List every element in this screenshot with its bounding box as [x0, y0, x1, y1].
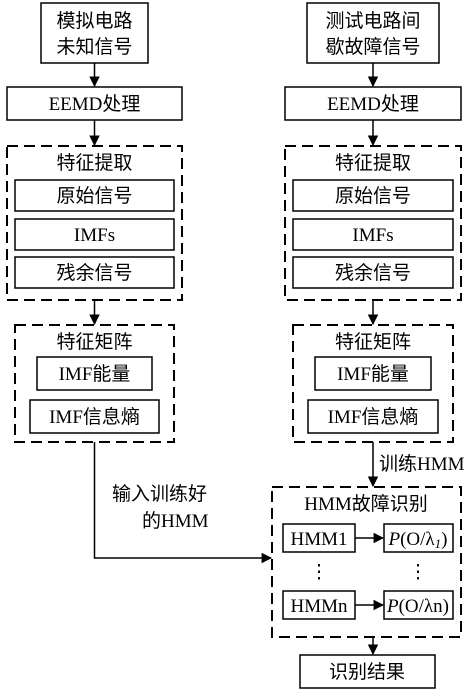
hmm1-box [282, 523, 356, 553]
left-feature-item-box [14, 179, 175, 212]
prob1-close-paren: ) [441, 529, 447, 550]
right-feature-item-box [292, 256, 454, 289]
right-feature-item: 残余信号 [335, 262, 411, 284]
left-input-box [40, 2, 149, 64]
prob1-box [383, 523, 454, 553]
right-input-line1: 测试电路间 [325, 10, 420, 32]
left-feature-title: 特征提取 [56, 152, 132, 174]
right-feature-item: 原始信号 [335, 185, 411, 207]
right-input-line2: 歇故障信号 [325, 36, 420, 58]
hmmn-box [282, 590, 356, 620]
right-feature-title: 特征提取 [335, 152, 411, 174]
result-label: 识别结果 [329, 661, 405, 683]
left-matrix-title: 特征矩阵 [56, 331, 132, 353]
right-matrix-item: IMF能量 [337, 363, 409, 385]
hmm-ellipsis-right: ⋮ [409, 562, 428, 583]
hmm1-label: HMM1 [290, 529, 347, 550]
right-eemd-label: EEMD处理 [327, 93, 419, 115]
left-input-line1: 模拟电路 [56, 10, 132, 32]
hmm-group-title: HMM故障识别 [304, 493, 428, 515]
right-eemd-box [284, 86, 462, 121]
left-eemd-box [6, 86, 183, 121]
input-trained-line2: 的HMM [142, 510, 209, 532]
right-feature-item-box [292, 218, 454, 251]
hmm-ellipsis-left: ⋮ [310, 562, 329, 583]
left-matrix-item: IMF信息熵 [49, 406, 140, 428]
right-matrix-item-box [307, 399, 439, 434]
left-matrix-item-box [36, 356, 153, 391]
train-hmm-label: 训练HMM [379, 453, 465, 475]
right-feature-item: IMFs [352, 225, 393, 246]
right-matrix-item-box [314, 356, 432, 391]
left-matrix-item: IMF能量 [59, 363, 131, 385]
left-column: 模拟电路 未知信号 EEMD处理 特征提取 原始信号 IMFs 残余信号 特征矩… [6, 2, 273, 564]
result-box [299, 654, 436, 689]
probn-box [383, 590, 454, 620]
left-to-hmm-connector [93, 442, 273, 564]
probn-label: P(O/λn) [386, 596, 449, 617]
left-feature-item: IMFs [74, 225, 115, 246]
right-matrix-title: 特征矩阵 [335, 331, 411, 353]
right-feature-item-box [292, 179, 454, 212]
input-trained-line1: 输入训练好 [112, 483, 207, 505]
left-feature-item-box [14, 218, 175, 251]
left-feature-item: 原始信号 [56, 185, 132, 207]
left-eemd-label: EEMD处理 [49, 93, 141, 115]
prob1-label: P(O/λ1) [388, 529, 448, 551]
hmmn-label: HMMn [290, 596, 348, 617]
left-feature-item: 残余信号 [56, 262, 132, 284]
right-matrix-item: IMF信息熵 [328, 406, 419, 428]
hmm-recognition-group: HMM故障识别 HMM1 P(O/λ1) ⋮ ⋮ HMMn P(O/λn) [271, 486, 462, 638]
left-matrix-item-box [29, 399, 160, 434]
right-column: 测试电路间 歇故障信号 EEMD处理 特征提取 原始信号 IMFs 残余信号 特… [284, 2, 465, 488]
left-input-line2: 未知信号 [56, 36, 132, 58]
left-feature-item-box [14, 256, 175, 289]
